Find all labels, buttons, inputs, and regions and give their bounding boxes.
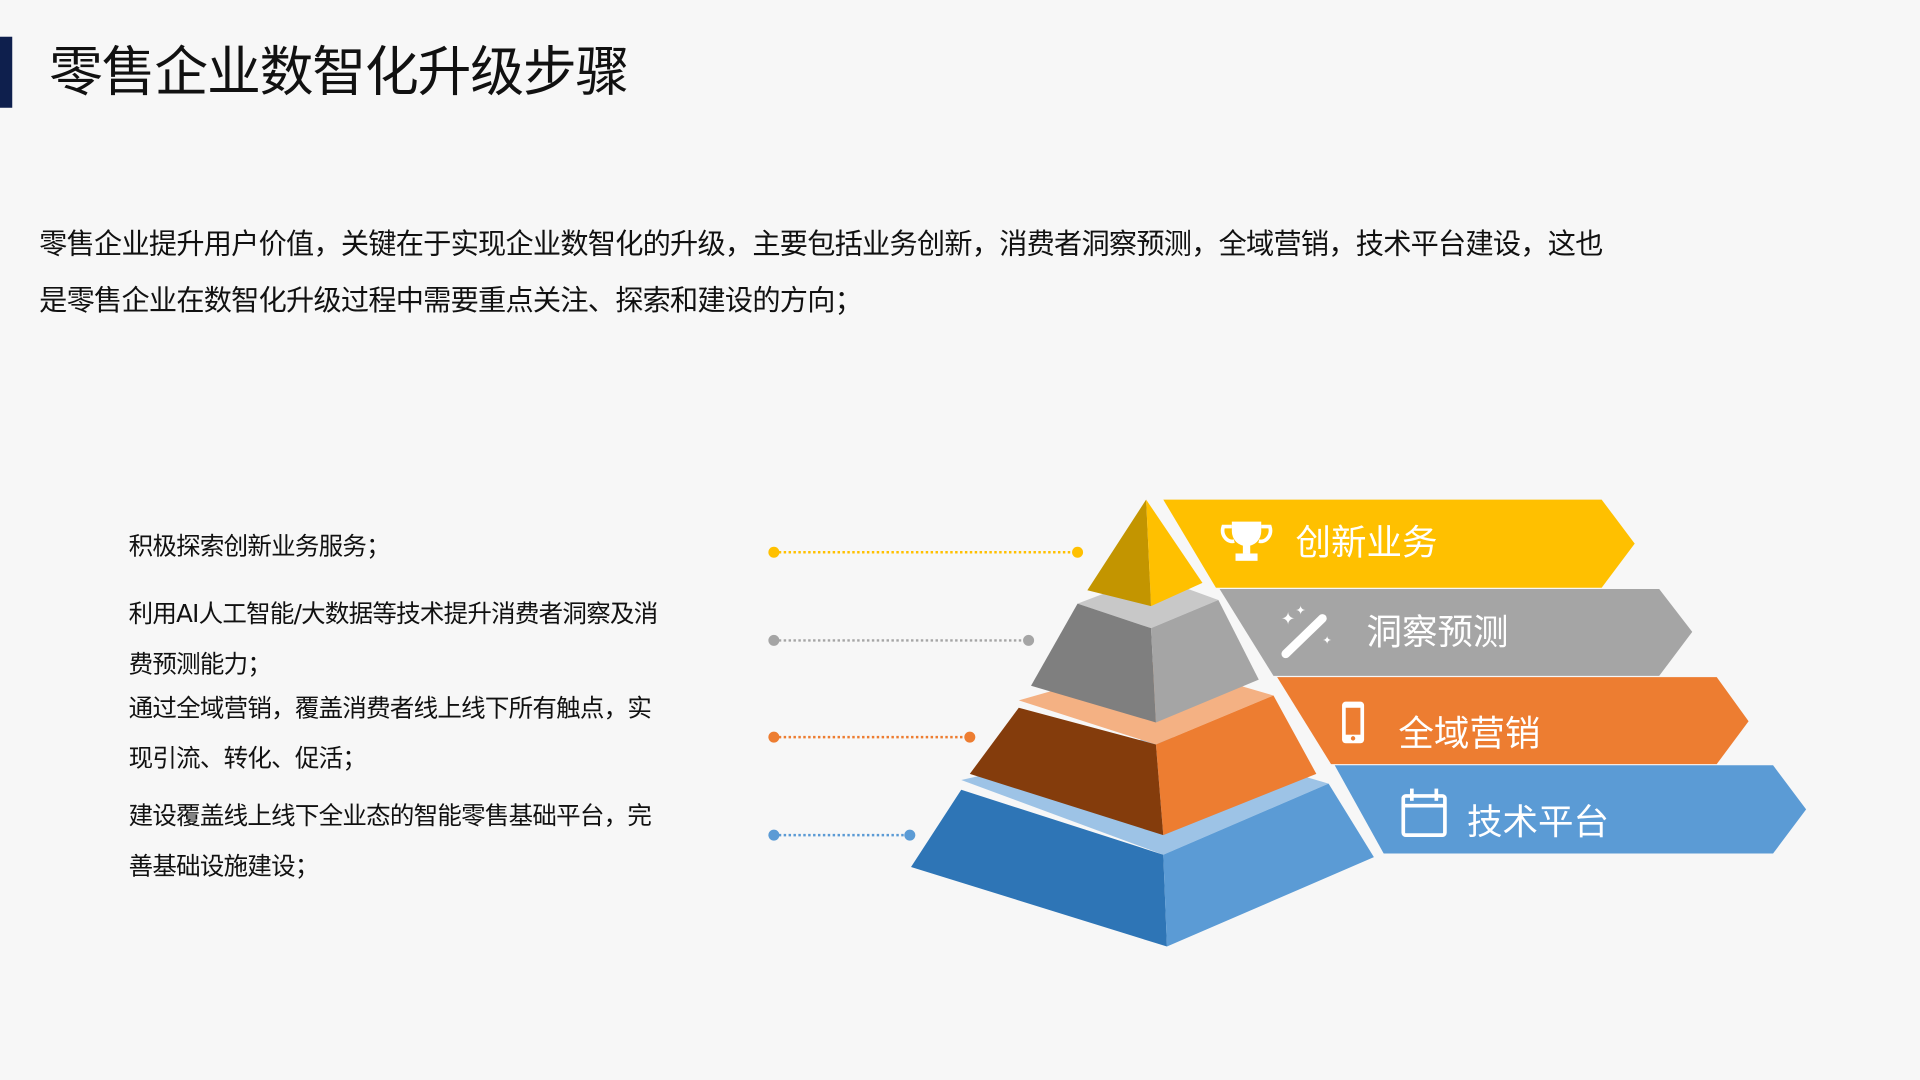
item-text: 建设覆盖线上线下全业态的智能零售基础平台，完: [128, 800, 652, 831]
item-marketing: 通过全域营销，覆盖消费者线上线下所有触点，实现引流、转化、促活；: [129, 691, 652, 791]
connector-platform: [768, 829, 916, 841]
calendar-icon: [1401, 788, 1447, 837]
magic-wand-icon: ✦✦✦: [1281, 604, 1332, 659]
banner-label: 全域营销: [1398, 714, 1540, 755]
banner-insight: ✦✦✦ 洞察预测: [1219, 588, 1693, 676]
pyramid-tier-innovation: [1087, 499, 1203, 607]
banner-innovation: 创新业务: [1163, 499, 1635, 588]
item-platform: 建设覆盖线上线下全业态的智能零售基础平台，完善基础设施建设；: [129, 798, 652, 898]
item-insight: 利用AI人工智能/大数据等技术提升消费者洞察及消费预测能力；: [128, 596, 659, 696]
intro-line-2: 是零售企业在数智化升级过程中需要重点关注、探索和建设的方向；: [39, 285, 863, 318]
item-text: 现引流、转化、促活；: [128, 743, 367, 773]
banner-marketing: 全域营销: [1277, 677, 1749, 765]
item-text: 利用AI人工智能/大数据等技术提升消费者洞察及消: [128, 598, 659, 629]
svg-text:✦: ✦: [1281, 609, 1295, 629]
item-text: 通过全域营销，覆盖消费者线上线下所有触点，实: [128, 693, 652, 723]
trophy-icon: [1220, 521, 1273, 561]
item-text: 善基础设施建设；: [128, 851, 320, 881]
item-text: 积极探索创新业务服务；: [128, 531, 391, 561]
banner-label: 洞察预测: [1367, 612, 1509, 653]
item-innovation: 积极探索创新业务服务；: [128, 529, 391, 563]
svg-text:✦: ✦: [1322, 634, 1331, 647]
page-title: 零售企业数智化升级步骤: [48, 41, 629, 105]
banner-platform: 技术平台: [1334, 765, 1807, 854]
connector-insight: [768, 634, 1035, 646]
title-accent-bar: [0, 36, 13, 108]
intro-line-1: 零售企业提升用户价值，关键在于实现企业数智化的升级，主要包括业务创新，消费者洞察…: [39, 228, 1603, 261]
connector-marketing: [768, 731, 976, 743]
connector-innovation: [768, 546, 1084, 558]
item-text: 费预测能力；: [128, 648, 272, 679]
banner-label: 技术平台: [1467, 802, 1609, 843]
mobile-phone-icon: [1342, 701, 1365, 744]
svg-text:✦: ✦: [1296, 604, 1306, 618]
banner-label: 创新业务: [1296, 523, 1438, 564]
